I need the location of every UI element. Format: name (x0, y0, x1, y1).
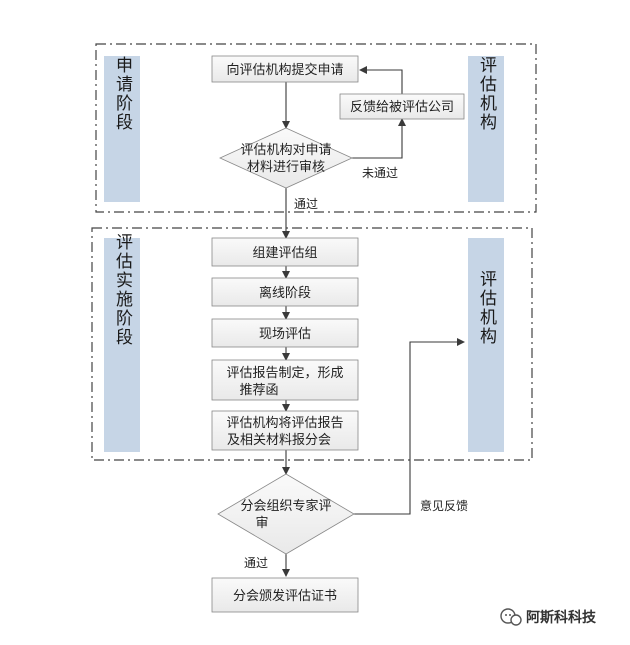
not-passed-label: 未通过 (362, 166, 398, 180)
onsite-box (211, 318, 359, 348)
form-group-box (211, 237, 359, 267)
expert-review-text-line2: 审 (255, 516, 268, 531)
submit-application-text: 向评估机构提交申请 (226, 62, 343, 78)
certificate-text: 分会颁发评估证书 (233, 588, 337, 604)
form-group-text: 组建评估组 (252, 246, 317, 261)
offline-box (211, 277, 359, 307)
watermark-text: 阿斯科科技 (526, 609, 597, 626)
report-text-line2: 推荐函 (239, 383, 278, 398)
opinion-feedback-label: 意见反馈 (420, 498, 468, 513)
certificate-box (211, 577, 359, 613)
agency-mid-label: 评估机构 (476, 270, 497, 346)
report-text-line1: 评估报告制定，形成 (226, 366, 343, 381)
agency-top-label: 评估机构 (476, 56, 497, 132)
expert-review-text-line1: 分会组织专家评 (240, 498, 331, 514)
implement-stage-label: 评估实施阶段 (112, 233, 133, 347)
offline-text: 离线阶段 (259, 285, 311, 301)
submit-branch-text-line1: 评估机构将评估报告 (226, 416, 343, 431)
apply-stage-bar (104, 56, 140, 202)
implement-stage-frame (91, 227, 533, 461)
report-box (211, 359, 359, 401)
review-text-line1: 评估机构对申请 (240, 143, 331, 158)
agency-mid-bar (468, 238, 504, 452)
apply-stage-frame (95, 43, 537, 213)
agency-top-bar (468, 56, 504, 202)
apply-stage-label: 申请阶段 (112, 56, 133, 132)
passed-label-1: 通过 (294, 197, 318, 211)
submit-branch-box (211, 410, 359, 451)
review-diamond (219, 127, 353, 189)
feedback-box (339, 93, 465, 120)
passed-label-2: 通过 (244, 556, 268, 570)
onsite-text: 现场评估 (259, 327, 311, 342)
submit-application-box (211, 55, 359, 83)
expert-review-diamond (217, 473, 355, 555)
feedback-text: 反馈给被评估公司 (350, 100, 454, 115)
watermark-logo (500, 608, 522, 626)
review-text-line2: 材料进行审核 (247, 160, 325, 175)
submit-branch-text-line2: 及相关材料报分会 (227, 433, 331, 448)
implement-stage-bar (104, 238, 140, 452)
